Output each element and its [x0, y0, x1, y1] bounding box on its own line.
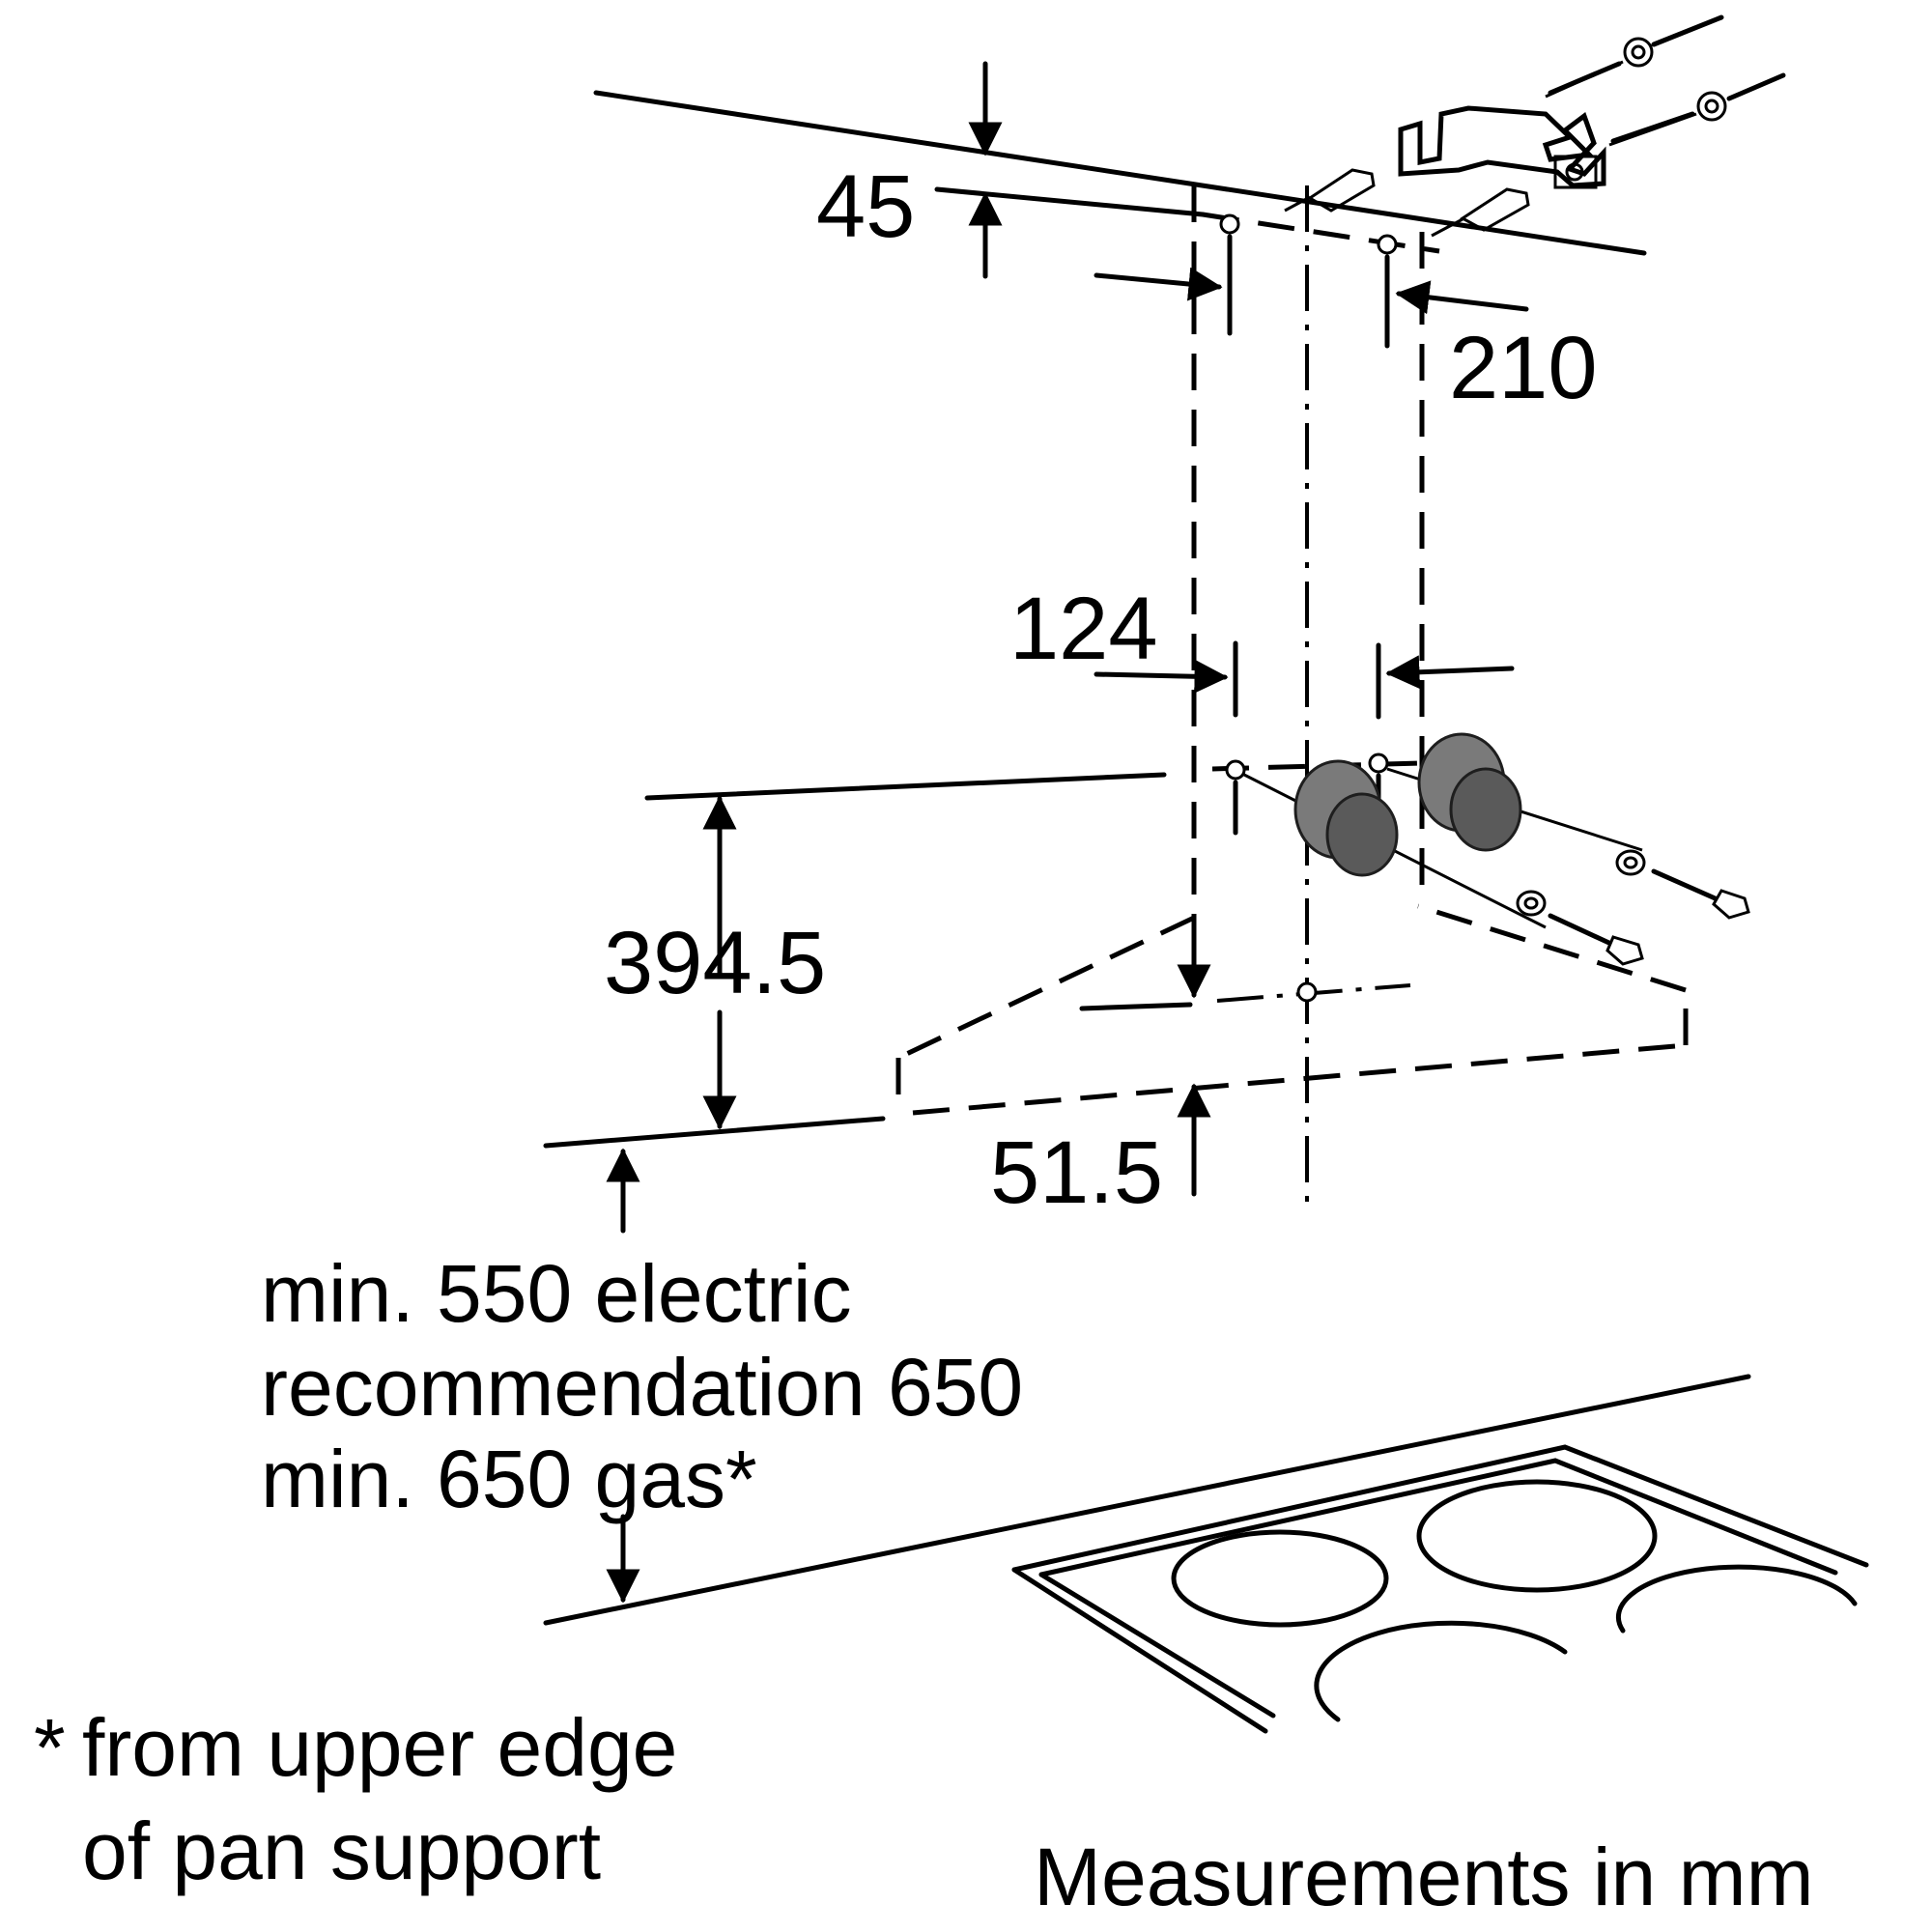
clearance-line-2: recommendation 650 — [261, 1342, 1023, 1433]
screw-icon — [1545, 14, 1786, 147]
dimension-arrow-icon — [1094, 655, 1515, 694]
screw-icon — [1548, 868, 1750, 966]
dimension-51-5: 51.5 — [990, 1123, 1163, 1222]
cooktop-icon — [1011, 1444, 1869, 1734]
dimension-210: 210 — [1449, 319, 1598, 417]
lower-hole-right — [1368, 753, 1389, 774]
washer-icon — [1516, 849, 1646, 917]
dimension-arrow-icon — [1094, 267, 1529, 315]
footnote-star: * — [34, 1702, 66, 1793]
lower-center-hole — [1296, 981, 1318, 1003]
upper-hole-left — [1219, 213, 1240, 235]
lower-mounting-line — [644, 772, 1167, 801]
wall-plug-icon — [1243, 732, 1643, 929]
hood-outline — [895, 903, 1689, 1116]
ceiling-line — [593, 90, 1647, 256]
dimension-45: 45 — [816, 157, 915, 256]
units-label: Measurements in mm — [1034, 1832, 1814, 1922]
upper-mounting-line — [934, 186, 1206, 217]
wall-plug-icon — [1284, 168, 1530, 238]
dimension-124: 124 — [1009, 580, 1158, 678]
lower-hole-left — [1225, 759, 1246, 781]
countertop-line — [543, 1374, 1751, 1626]
footnote-line-2: of pan support — [82, 1805, 601, 1896]
wall-bracket-icon — [1398, 105, 1606, 189]
upper-mounting-dash — [1202, 212, 1440, 254]
dimension-394-5: 394.5 — [604, 914, 826, 1012]
clearance-line-1: min. 550 electric — [261, 1248, 852, 1339]
upper-hole-right — [1377, 234, 1398, 255]
footnote-line-1: from upper edge — [82, 1702, 677, 1793]
clearance-line-3: min. 650 gas* — [261, 1434, 757, 1524]
